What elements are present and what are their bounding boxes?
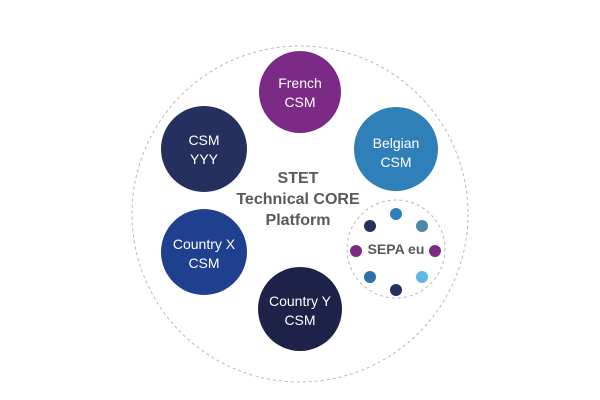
node-csm-yyy-circle — [161, 106, 247, 192]
node-country-x-circle — [161, 209, 247, 295]
node-country-y-line2: CSM — [284, 312, 315, 328]
node-country-y-line1: Country Y — [269, 293, 332, 309]
platform-boundary — [131, 45, 469, 383]
core-line1: STET — [278, 170, 319, 187]
sepa-dot — [416, 271, 428, 283]
sepa-dot — [390, 208, 402, 220]
node-country-x-line2: CSM — [188, 255, 219, 271]
sepa-dot — [350, 245, 362, 257]
node-french-line2: CSM — [284, 94, 315, 110]
sepa-dot — [416, 220, 428, 232]
node-csm-yyy-line1: CSM — [188, 132, 219, 148]
sepa-dots — [350, 208, 441, 296]
node-belgian-line1: Belgian — [373, 135, 420, 151]
node-french-circle — [259, 51, 341, 133]
node-csm-yyy-line2: YYY — [190, 151, 219, 167]
core-line2: Technical CORE — [236, 191, 360, 208]
node-country-x-csm: Country X CSM — [161, 209, 247, 295]
core-line3: Platform — [266, 212, 331, 229]
node-country-x-line1: Country X — [173, 236, 236, 252]
sepa-dot — [364, 220, 376, 232]
node-french-csm: French CSM — [259, 51, 341, 133]
sepa-boundary — [346, 199, 446, 299]
node-country-y-csm: Country Y CSM — [258, 267, 342, 351]
node-belgian-line2: CSM — [380, 154, 411, 170]
node-french-line1: French — [278, 75, 322, 91]
core-platform-label: STET Technical CORE Platform — [236, 170, 360, 229]
node-belgian-circle — [354, 107, 438, 191]
sepa-label: SEPA eu — [368, 241, 425, 257]
sepa-dot — [429, 245, 441, 257]
sepa-dot — [364, 271, 376, 283]
node-belgian-csm: Belgian CSM — [354, 107, 438, 191]
sepa-eu-cluster: SEPA eu — [346, 199, 446, 299]
node-country-y-circle — [258, 267, 342, 351]
node-csm-yyy: CSM YYY — [161, 106, 247, 192]
sepa-dot — [390, 284, 402, 296]
